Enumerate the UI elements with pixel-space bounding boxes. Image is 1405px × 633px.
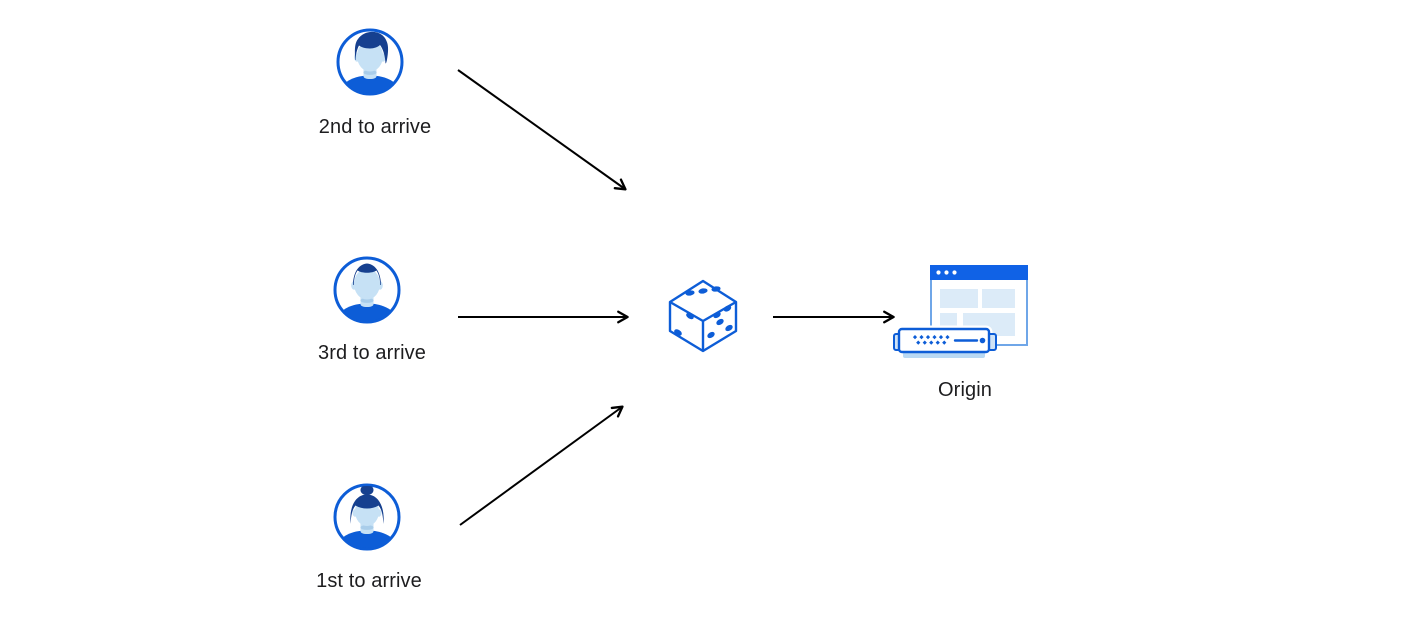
visitor-bottom-label: 1st to arrive	[316, 570, 422, 592]
user-avatar-icon	[331, 254, 403, 326]
visitor-middle-label: 3rd to arrive	[317, 342, 427, 364]
server-led-dot	[979, 337, 986, 344]
arrow-visitor-bottom-to-dice	[459, 405, 624, 526]
server-appliance	[893, 325, 997, 358]
dice-icon	[663, 275, 743, 355]
origin-server-browser-icon	[893, 260, 1033, 364]
dice-pips	[674, 286, 733, 339]
origin-label: Origin	[938, 379, 992, 401]
visitor-top-label: 2nd to arrive	[318, 116, 432, 138]
user-avatar-icon	[331, 481, 403, 553]
user-avatar-icon	[334, 26, 406, 98]
arrow-visitor-top-to-dice	[457, 69, 627, 191]
